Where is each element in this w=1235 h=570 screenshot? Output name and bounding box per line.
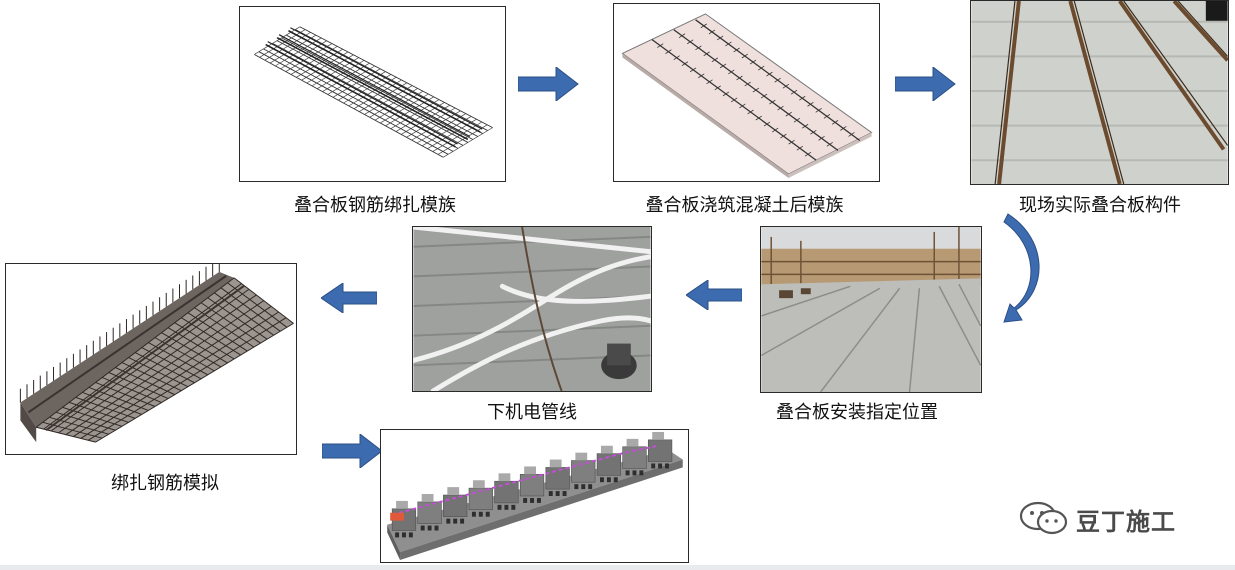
arrow-left-icon	[686, 280, 742, 310]
caption-rebar-binding-simulation: 绑扎钢筋模拟	[111, 473, 219, 494]
caption-cast-concrete-family: 叠合板浇筑混凝土后模族	[645, 195, 844, 216]
caption-rebar-binding-family: 叠合板钢筋绑扎模族	[294, 195, 456, 216]
arrow-right-icon	[518, 67, 579, 101]
caption-slab-install-position: 叠合板安装指定位置	[776, 402, 938, 423]
site-slab-photo	[970, 0, 1229, 185]
bottom-strip	[0, 565, 1235, 570]
building-model-image	[380, 429, 689, 563]
slab-installation-photo	[760, 226, 982, 393]
arrow-right-icon	[322, 434, 383, 468]
curved-arrow-down-icon	[1003, 213, 1040, 323]
cast-slab-model-image	[613, 3, 880, 182]
rebar-binding-simulation-image	[5, 263, 297, 455]
watermark-text: 豆丁施工	[1076, 508, 1176, 536]
caption-mep-conduit: 下机电管线	[487, 402, 577, 423]
rebar-mesh-model-image	[239, 6, 506, 182]
wechat-icon	[1019, 501, 1068, 535]
arrow-left-icon	[321, 283, 377, 313]
caption-site-actual-slab: 现场实际叠合板构件	[1019, 195, 1181, 216]
mep-conduit-photo	[412, 226, 652, 392]
arrow-right-icon	[895, 67, 956, 101]
